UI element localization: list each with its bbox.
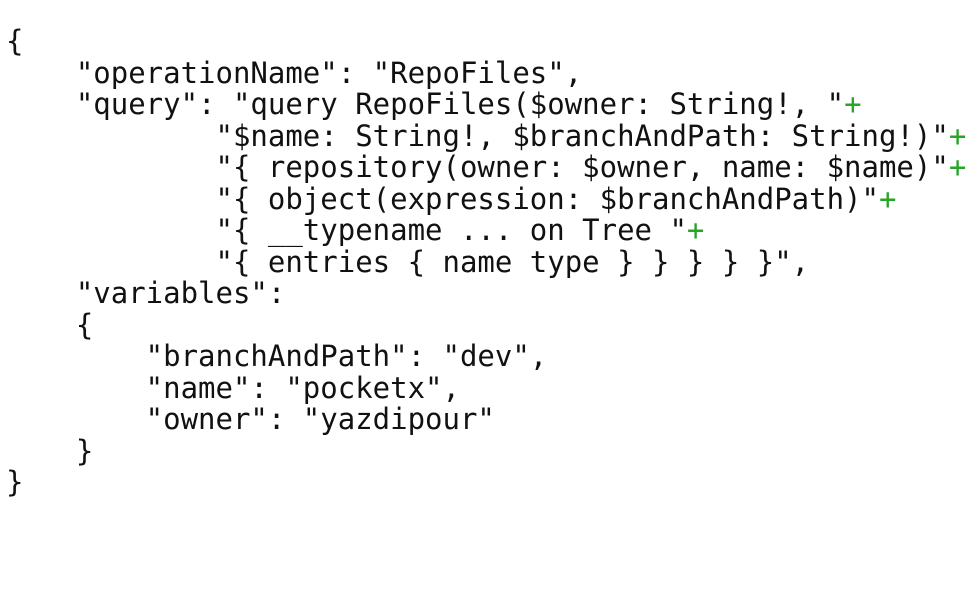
- code-line: "operationName": "RepoFiles",: [6, 55, 974, 90]
- code-line-text: "branchAndPath": "dev",: [6, 339, 548, 373]
- code-line: "{ entries { name type } } } } }",: [6, 244, 974, 279]
- code-line: "{ repository(owner: $owner, name: $name…: [6, 150, 974, 184]
- code-line-text: "name": "pocketx",: [6, 370, 460, 405]
- code-line-text: {: [6, 24, 24, 58]
- code-line: "owner": "yazdipour": [6, 402, 974, 436]
- code-line-text: "{ __typename ... on Tree ": [6, 213, 687, 247]
- concat-plus-operator: +: [844, 87, 862, 121]
- code-line-text: "owner": "yazdipour": [6, 402, 495, 436]
- concat-plus-operator: +: [686, 213, 705, 247]
- code-line-text: {: [6, 307, 94, 342]
- code-line: "branchAndPath": "dev",: [6, 339, 974, 373]
- concat-plus-operator: +: [948, 118, 967, 153]
- code-line-text: "query": "query RepoFiles($owner: String…: [6, 87, 845, 121]
- concat-plus-operator: +: [948, 150, 967, 184]
- code-line-text: "{ repository(owner: $owner, name: $name…: [6, 150, 949, 184]
- code-line: "$name: String!, $branchAndPath: String!…: [6, 118, 974, 153]
- code-line: }: [6, 465, 974, 499]
- code-line: }: [6, 433, 974, 468]
- code-line-text: "$name: String!, $branchAndPath: String!…: [6, 118, 949, 153]
- json-code-block: { "operationName": "RepoFiles", "query":…: [6, 24, 974, 499]
- code-line: "query": "query RepoFiles($owner: String…: [6, 87, 974, 121]
- code-line-text: }: [6, 433, 94, 468]
- code-line-text: "operationName": "RepoFiles",: [6, 55, 583, 90]
- code-line: "{ object(expression: $branchAndPath)"+: [6, 181, 974, 216]
- code-line-text: "variables":: [6, 276, 286, 310]
- code-line: "{ __typename ... on Tree "+: [6, 213, 974, 247]
- concat-plus-operator: +: [878, 181, 897, 216]
- code-line: {: [6, 24, 974, 58]
- code-line-text: "{ entries { name type } } } } }",: [6, 244, 810, 279]
- code-line: {: [6, 307, 974, 342]
- code-line-text: }: [6, 465, 24, 499]
- code-line: "variables":: [6, 276, 974, 310]
- code-line: "name": "pocketx",: [6, 370, 974, 405]
- code-line-text: "{ object(expression: $branchAndPath)": [6, 181, 879, 216]
